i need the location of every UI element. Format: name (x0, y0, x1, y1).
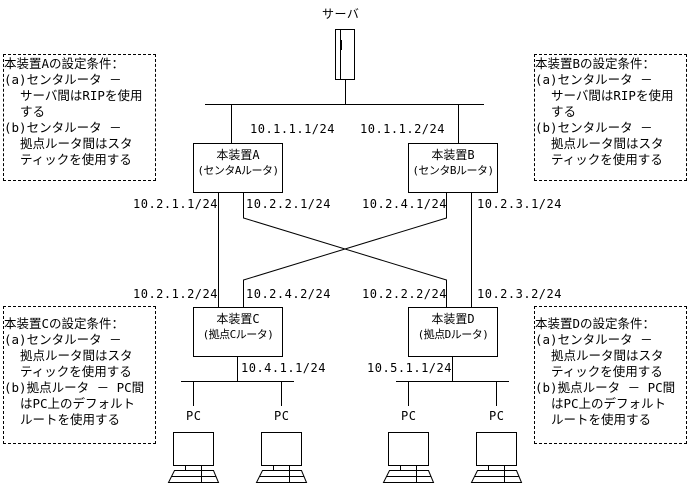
condition-line: 拠点ルータ間はスタ (20, 348, 133, 363)
addr-d-b: 10.2.3.2/24 (477, 287, 562, 301)
pc-stand (488, 465, 505, 471)
server-label: サーバ (322, 7, 360, 21)
pc-monitor (476, 432, 517, 466)
addr-c-a: 10.2.1.2/24 (133, 287, 218, 301)
pc-label: PC (274, 409, 290, 423)
device-b[interactable]: 本装置B (センタBルータ) (408, 143, 498, 193)
addr-a-server: 10.1.1.1/24 (250, 122, 335, 136)
condition-line: 本装置Bの設定条件： (535, 56, 656, 71)
link-b-c (243, 193, 447, 307)
device-b-name: 本装置B (431, 148, 475, 162)
device-a[interactable]: 本装置A (センタAルータ) (193, 143, 283, 193)
device-d-name: 本装置D (431, 312, 475, 326)
conditions-b: 本装置Bの設定条件： (a)センタルータ － サーバ間はRIPを使用 する (b… (534, 54, 687, 181)
condition-line: サーバ間はRIPを使用 (20, 88, 143, 103)
addr-b-server: 10.1.1.2/24 (360, 122, 445, 136)
addr-d-a: 10.2.2.2/24 (362, 287, 447, 301)
condition-line: (b)センタルータ － (4, 120, 122, 135)
pc-monitor (261, 432, 302, 466)
device-c-role: (拠点Cルータ) (202, 328, 274, 341)
condition-line: サーバ間はRIPを使用 (551, 88, 674, 103)
addr-b-d: 10.2.3.1/24 (477, 197, 562, 211)
condition-line: 本装置Dの設定条件： (535, 316, 656, 331)
condition-line: (b)センタルータ － (535, 120, 653, 135)
addr-b-c: 10.2.4.1/24 (362, 197, 447, 211)
condition-line: ルートを使用する (20, 412, 121, 427)
condition-line: はPC上のデフォルト (20, 396, 136, 411)
device-c-name: 本装置C (216, 312, 260, 326)
device-a-name: 本装置A (216, 148, 260, 162)
pc-icon[interactable] (167, 432, 220, 483)
addr-d-lan: 10.5.1.1/24 (367, 361, 452, 375)
condition-line: 本装置Aの設定条件： (4, 56, 125, 71)
device-b-role: (センタBルータ) (412, 164, 494, 177)
addr-a-d: 10.2.2.1/24 (246, 197, 331, 211)
conditions-d: 本装置Dの設定条件： (a)センタルータ － 拠点ルータ間はスタ ティックを使用… (534, 306, 687, 444)
condition-line: はPC上のデフォルト (551, 396, 667, 411)
condition-line: ティックを使用する (20, 152, 132, 167)
conditions-c: 本装置Cの設定条件： (a)センタルータ － 拠点ルータ間はスタ ティックを使用… (3, 306, 156, 444)
condition-line: する (551, 104, 577, 119)
condition-line: (a)センタルータ － (535, 72, 653, 87)
condition-line: 本装置Cの設定条件： (4, 316, 125, 331)
conditions-a: 本装置Aの設定条件： (a)センタルータ － サーバ間はRIPを使用 する (b… (3, 54, 156, 181)
device-d[interactable]: 本装置D (拠点Dルータ) (408, 307, 498, 357)
condition-line: ティックを使用する (551, 152, 663, 167)
pc-stand (400, 465, 417, 471)
condition-line: ティックを使用する (20, 364, 132, 379)
pc-stand (185, 465, 202, 471)
pc-monitor (388, 432, 429, 466)
condition-line: 拠点ルータ間はスタ (551, 136, 664, 151)
pc-icon[interactable] (382, 432, 435, 483)
pc-label: PC (401, 409, 417, 423)
device-c[interactable]: 本装置C (拠点Cルータ) (193, 307, 283, 357)
pc-monitor (173, 432, 214, 466)
condition-line: ティックを使用する (551, 364, 663, 379)
pc-label: PC (186, 409, 202, 423)
condition-line: 拠点ルータ間はスタ (20, 136, 133, 151)
server-icon (335, 29, 355, 80)
condition-line: (a)センタルータ － (535, 332, 653, 347)
pc-stand (273, 465, 290, 471)
addr-a-c: 10.2.1.1/24 (133, 197, 218, 211)
condition-line: (b)拠点ルータ － PC間 (535, 380, 676, 395)
condition-line: (a)センタルータ － (4, 332, 122, 347)
condition-line: 拠点ルータ間はスタ (551, 348, 664, 363)
pc-icon[interactable] (255, 432, 308, 483)
device-a-role: (センタAルータ) (197, 164, 279, 177)
pc-icon[interactable] (470, 432, 523, 483)
condition-line: (b)拠点ルータ － PC間 (4, 380, 145, 395)
pc-label: PC (489, 409, 505, 423)
addr-c-b: 10.2.4.2/24 (246, 287, 331, 301)
condition-line: ルートを使用する (551, 412, 652, 427)
condition-line: する (20, 104, 46, 119)
condition-line: (a)センタルータ － (4, 72, 122, 87)
device-d-role: (拠点Dルータ) (417, 328, 489, 341)
addr-c-lan: 10.4.1.1/24 (241, 361, 326, 375)
